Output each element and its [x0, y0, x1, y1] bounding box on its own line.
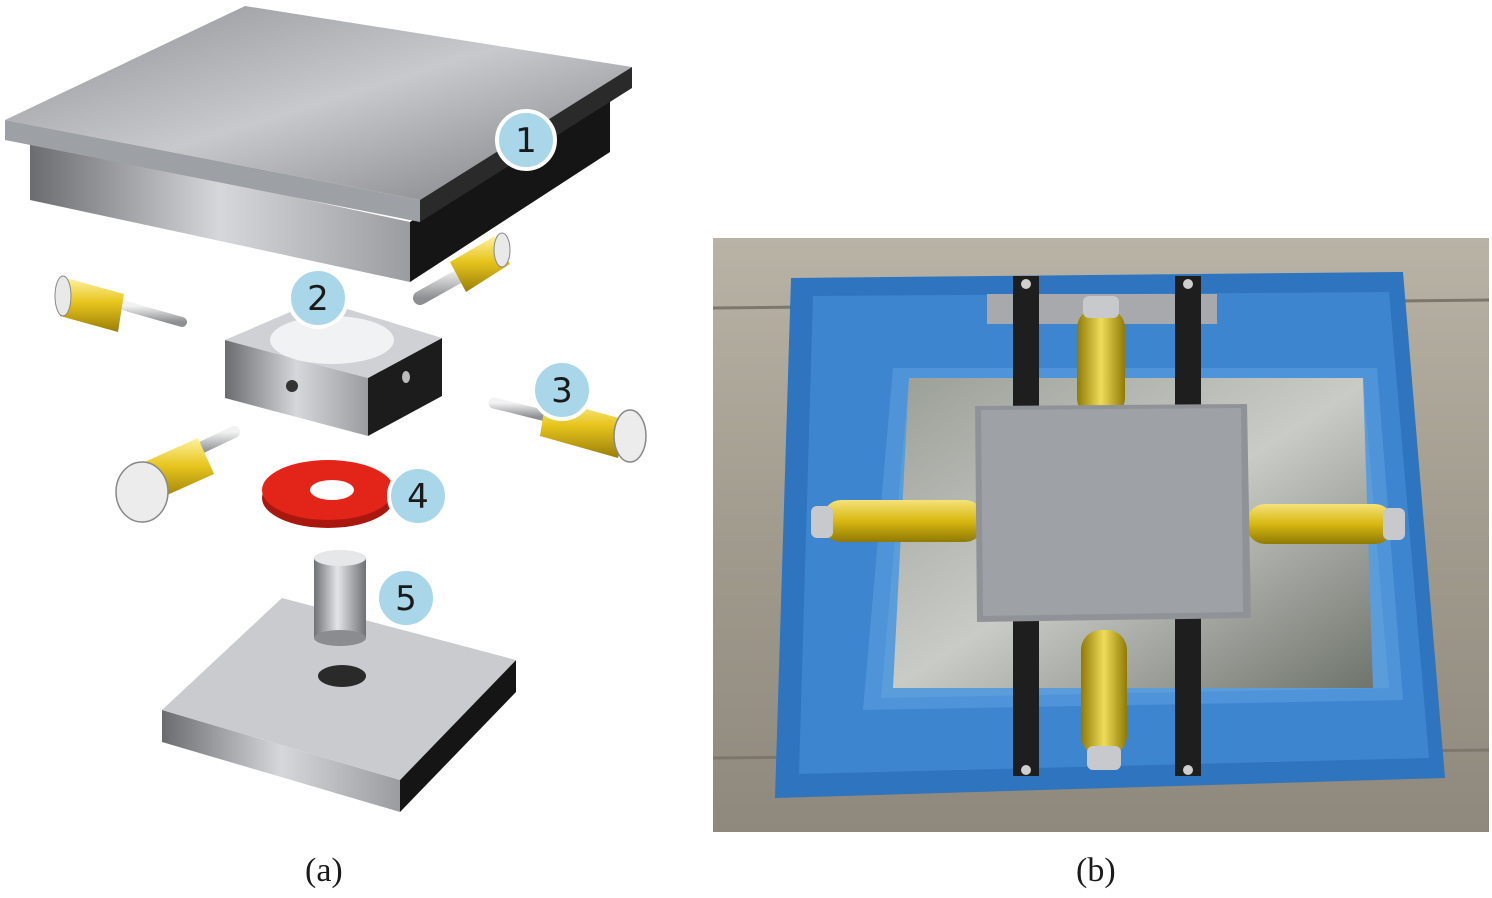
roller-right [1247, 504, 1405, 544]
roller-bottom [1081, 630, 1127, 770]
roller-top [1077, 296, 1125, 418]
callout-5: 5 [375, 567, 437, 629]
roller-left-bottom [115, 426, 240, 523]
apparatus-photo [713, 238, 1489, 832]
roller-left [811, 500, 983, 542]
callout-1: 1 [495, 109, 557, 171]
red-ring [262, 460, 394, 528]
roller-back-right [413, 232, 511, 305]
callout-3: 3 [531, 359, 593, 421]
roller-left-top [54, 275, 187, 332]
middle-block [225, 300, 442, 436]
exploded-diagram: 1 2 3 4 5 [5, 6, 647, 812]
callout-2-label: 2 [307, 279, 329, 319]
callout-4-label: 4 [407, 477, 429, 517]
callout-3-label: 3 [551, 371, 573, 411]
bottom-plate [162, 550, 516, 812]
caption-b: (b) [1076, 852, 1116, 889]
callout-5-label: 5 [395, 579, 417, 619]
caption-a: (a) [305, 852, 343, 889]
callout-1-label: 1 [515, 121, 537, 161]
grey-plate [975, 404, 1251, 622]
callout-4: 4 [387, 465, 449, 527]
callout-2: 2 [287, 267, 349, 329]
